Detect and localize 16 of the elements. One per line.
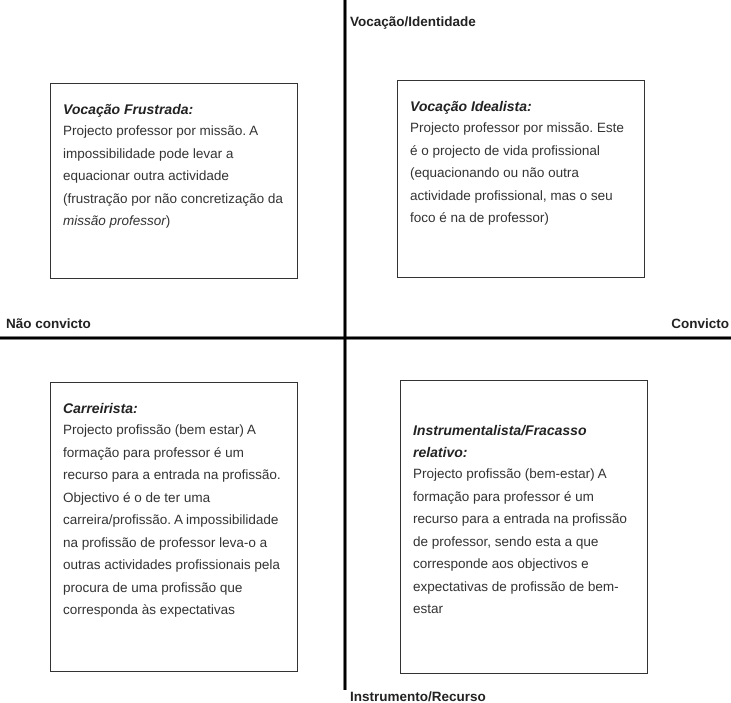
quadrant-description: Projecto profissão (bem estar) A formação para professor é um recurso para a entrada na profissão. Objectivo é o de ter uma carreira/profissão. A impossibilidade na profissão de professor leva-o a outras actividades profissionais pela procura de uma profissão que corresponda às expectativas bbox=[63, 421, 282, 619]
quadrant-description: Projecto profissão (bem-estar) A formação para professor é um recurso para a entrada na profissão de professor, sendo esta a que corresponde aos objectivos e expectativas de profissão de bem-estar bbox=[413, 465, 628, 618]
axis-label: Não convicto bbox=[6, 316, 91, 331]
axis-label: Instrumento/Recurso bbox=[350, 689, 486, 703]
quadrant-heading: Vocação Frustrada: bbox=[63, 100, 194, 119]
quadrant-heading: Instrumentalista/Fracasso relativo: bbox=[413, 421, 588, 462]
quadrant-box bbox=[397, 80, 645, 278]
quadrant-description: Projecto professor por missão. A impossibilidade pode levar a equacionar outra actividade (frustração por não concretização da missão professor) bbox=[63, 122, 284, 230]
quadrant-heading: Carreirista: bbox=[63, 399, 139, 418]
quadrant-box bbox=[400, 380, 648, 674]
axis-label: Convicto bbox=[671, 316, 729, 331]
quadrant-description: Projecto professor por missão. Este é o projecto de vida profissional (equacionando ou não outra actividade profissional, mas o seu foco é na de professor) bbox=[410, 119, 625, 227]
quadrant-box bbox=[50, 83, 298, 279]
quadrant-heading: Vocação Idealista: bbox=[410, 97, 533, 116]
axis-label: Vocação/Identidade bbox=[350, 14, 476, 29]
quadrant-box bbox=[50, 382, 298, 672]
